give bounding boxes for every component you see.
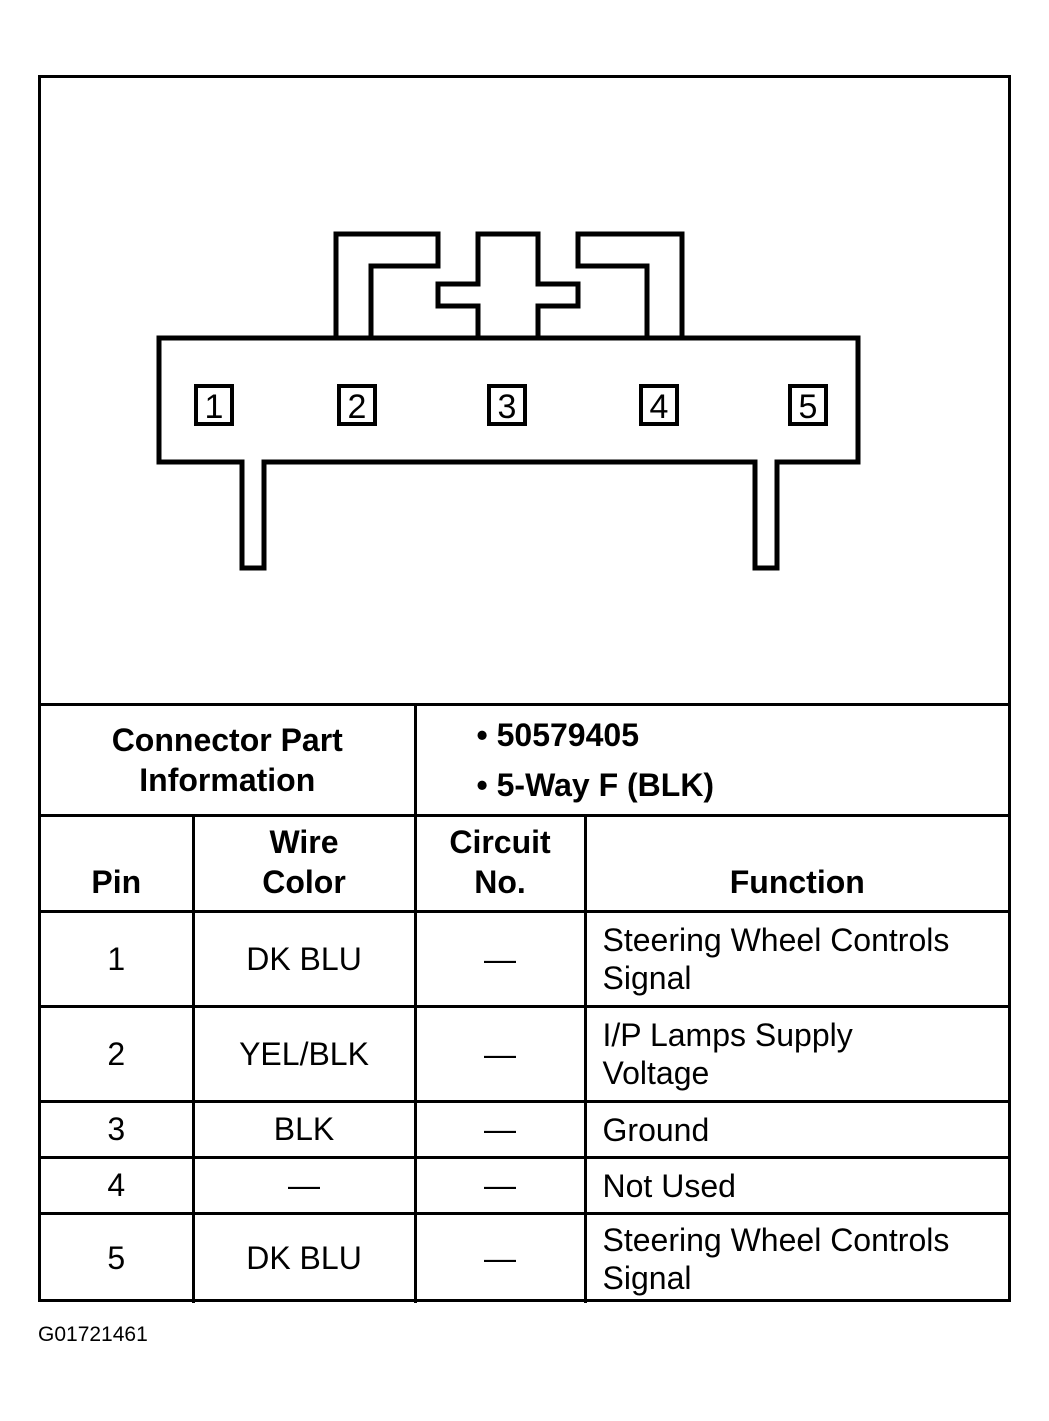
table-header-row: Pin Wire Color Circuit No. Function bbox=[41, 814, 1009, 913]
cell-wire-color: BLK bbox=[191, 1100, 417, 1159]
cell-circuit-no: — bbox=[413, 1212, 587, 1303]
cell-function: Not Used bbox=[583, 1156, 1009, 1215]
part-info-list: • 50579405 • 5-Way F (BLK) bbox=[413, 703, 1009, 817]
cell-pin: 4 bbox=[41, 1156, 195, 1215]
table-row: 5 DK BLU — Steering Wheel Controls Signa… bbox=[41, 1212, 1009, 1303]
pin-label-2: 2 bbox=[348, 388, 367, 426]
pin-label-5: 5 bbox=[799, 388, 818, 426]
cell-wire-color: — bbox=[191, 1156, 417, 1215]
cell-circuit-no: — bbox=[413, 910, 587, 1008]
cell-function: Steering Wheel Controls Signal bbox=[583, 1212, 1009, 1303]
part-info-label: Connector Part Information bbox=[41, 703, 417, 817]
cell-circuit-no: — bbox=[413, 1005, 587, 1103]
cell-pin: 5 bbox=[41, 1212, 195, 1303]
cell-function: Steering Wheel Controls Signal bbox=[583, 910, 1009, 1008]
cell-pin: 2 bbox=[41, 1005, 195, 1103]
connector-pin-boxes bbox=[194, 384, 828, 426]
connector-key-center bbox=[435, 231, 581, 338]
connector-body bbox=[156, 335, 861, 571]
cell-circuit-no: — bbox=[413, 1100, 587, 1159]
pin-label-4: 4 bbox=[650, 388, 669, 426]
table-row: 2 YEL/BLK — I/P Lamps Supply Voltage bbox=[41, 1005, 1009, 1103]
table-row: 4 — — Not Used bbox=[41, 1156, 1009, 1215]
connector-latch-left bbox=[333, 231, 441, 338]
cell-wire-color: YEL/BLK bbox=[191, 1005, 417, 1103]
header-function: Function bbox=[583, 814, 1009, 913]
cell-pin: 1 bbox=[41, 910, 195, 1008]
cell-wire-color: DK BLU bbox=[191, 910, 417, 1008]
pin-box-3 bbox=[487, 384, 527, 426]
header-pin: Pin bbox=[41, 814, 195, 913]
pin-box-2 bbox=[337, 384, 377, 426]
connector-pinout-table: Connector Part Information • 50579405 • … bbox=[41, 703, 1009, 1303]
header-wire-color: Wire Color bbox=[191, 814, 417, 913]
cell-function: I/P Lamps Supply Voltage bbox=[583, 1005, 1009, 1103]
cell-function: Ground bbox=[583, 1100, 1009, 1159]
part-info-item: • 50579405 bbox=[476, 717, 639, 753]
cell-pin: 3 bbox=[41, 1100, 195, 1159]
pin-box-4 bbox=[639, 384, 679, 426]
connector-diagram: 1 2 3 4 5 bbox=[156, 231, 861, 571]
cell-wire-color: DK BLU bbox=[191, 1212, 417, 1303]
header-circuit-no: Circuit No. bbox=[413, 814, 587, 913]
part-info-row: Connector Part Information • 50579405 • … bbox=[41, 703, 1009, 817]
figure-id: G01721461 bbox=[38, 1323, 148, 1346]
pin-label-1: 1 bbox=[205, 388, 224, 426]
connector-figure-frame: 1 2 3 4 5 Connector Part Information • 5… bbox=[38, 75, 1011, 1303]
part-info-item: • 5-Way F (BLK) bbox=[476, 767, 715, 803]
pin-label-3: 3 bbox=[498, 388, 517, 426]
connector-latch-right bbox=[575, 231, 685, 341]
table-row: 1 DK BLU — Steering Wheel Controls Signa… bbox=[41, 910, 1009, 1008]
table-row: 3 BLK — Ground bbox=[41, 1100, 1009, 1159]
pin-box-1 bbox=[194, 384, 234, 426]
cell-circuit-no: — bbox=[413, 1156, 587, 1215]
pin-box-5 bbox=[788, 384, 828, 426]
